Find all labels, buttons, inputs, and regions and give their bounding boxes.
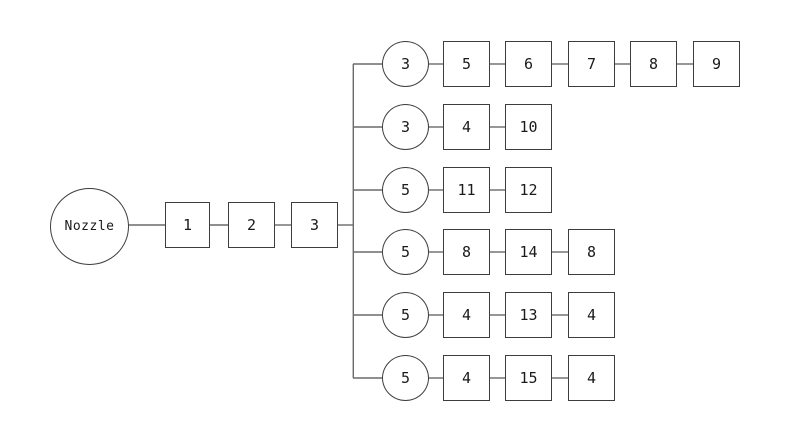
branch-3-circle: 5: [382, 167, 429, 213]
branch-6-circle: 5: [382, 355, 429, 401]
branch-5-box-3: 4: [568, 292, 615, 338]
branch-5-box-2: 13: [505, 292, 552, 338]
branch-5-circle: 5: [382, 292, 429, 338]
branch-2-box-1: 4: [443, 104, 490, 150]
branch-4-box-3: 8: [568, 229, 615, 275]
branch-6-box-1: 4: [443, 355, 490, 401]
branch-1-box-5: 9: [693, 41, 740, 87]
branch-1-box-1: 5: [443, 41, 490, 87]
main-box-2: 2: [228, 202, 275, 248]
branch-6-box-2: 15: [505, 355, 552, 401]
branch-4-circle: 5: [382, 229, 429, 275]
main-box-3: 3: [291, 202, 338, 248]
branch-6-box-3: 4: [568, 355, 615, 401]
branch-2-circle: 3: [382, 104, 429, 150]
branch-3-box-1: 11: [443, 167, 490, 213]
branch-3-box-2: 12: [505, 167, 552, 213]
branch-1-box-4: 8: [630, 41, 677, 87]
branch-1-circle: 3: [382, 41, 429, 87]
main-box-1: 1: [165, 202, 210, 248]
branch-5-box-1: 4: [443, 292, 490, 338]
branch-4-box-1: 8: [443, 229, 490, 275]
branch-1-box-3: 7: [568, 41, 615, 87]
branch-4-box-2: 14: [505, 229, 552, 275]
nozzle-node: Nozzle: [50, 188, 129, 265]
branch-2-box-2: 10: [505, 104, 552, 150]
branch-1-box-2: 6: [505, 41, 552, 87]
